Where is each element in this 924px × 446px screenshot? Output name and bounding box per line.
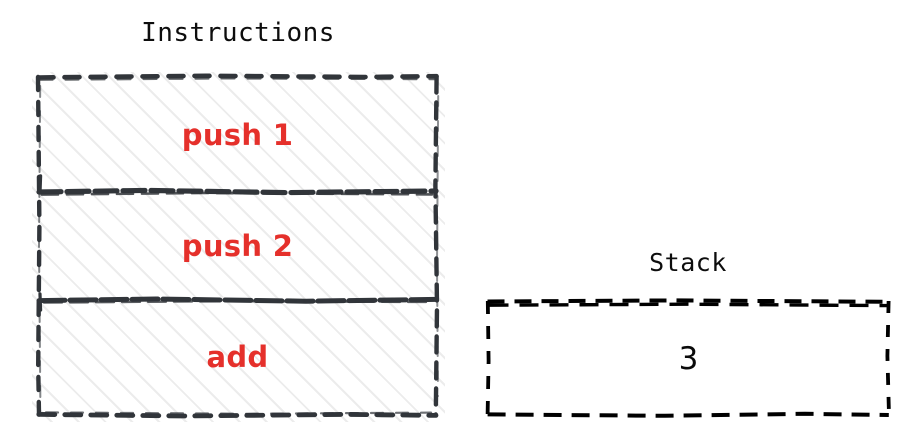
instruction-label: add xyxy=(206,340,269,374)
instructions-panel-title: Instructions xyxy=(141,18,335,48)
instruction-row[interactable]: push 1 xyxy=(38,78,437,192)
instruction-label: push 1 xyxy=(181,118,294,152)
instructions-panel: push 1 push 2 add xyxy=(32,72,445,422)
instructions-row-list: push 1 push 2 add xyxy=(38,78,437,414)
stack-cell-value: 3 xyxy=(678,340,699,377)
stack-panel: 3 xyxy=(485,298,891,418)
instruction-label: push 2 xyxy=(181,229,294,263)
instruction-row[interactable]: add xyxy=(38,300,437,414)
stack-panel-title: Stack xyxy=(649,248,727,277)
instruction-row[interactable]: push 2 xyxy=(38,192,437,300)
